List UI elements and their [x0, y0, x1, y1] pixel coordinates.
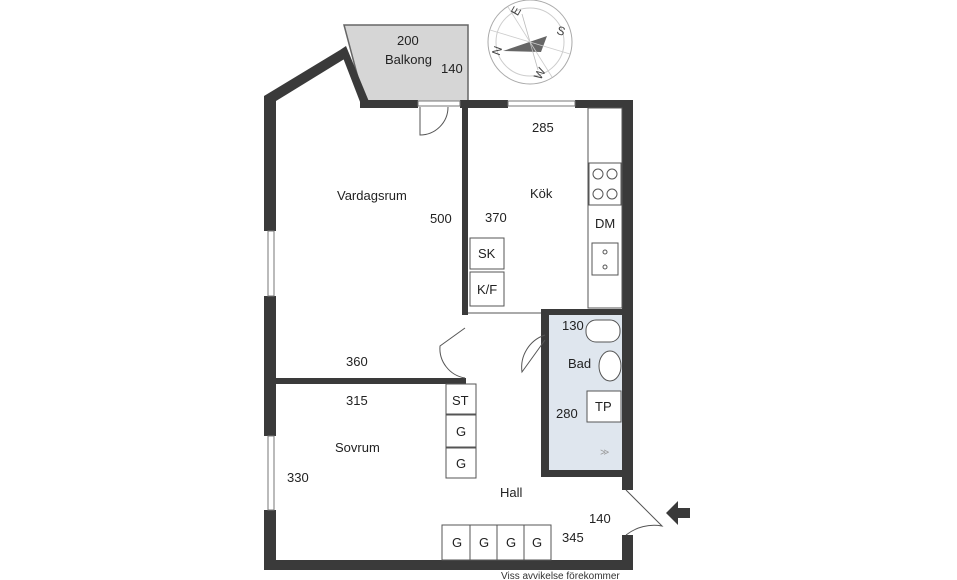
balkong-width: 200 [397, 33, 419, 48]
entrance-arrow-icon [666, 501, 690, 525]
compass-icon [487, 0, 573, 85]
windows [267, 100, 576, 511]
fixture-g-5: G [506, 535, 516, 550]
vardagsrum-name: Vardagsrum [337, 188, 407, 203]
compass-n: N [489, 44, 505, 57]
hall-storage [441, 383, 552, 561]
bad-depth: 280 [556, 406, 578, 421]
sovrum-width: 315 [346, 393, 368, 408]
fixture-sk: SK [478, 246, 496, 261]
kok-depth: 370 [485, 210, 507, 225]
sovrum-depth: 330 [287, 470, 309, 485]
fixture-st: ST [452, 393, 469, 408]
sovrum-name: Sovrum [335, 440, 380, 455]
fixture-dm: DM [595, 216, 615, 231]
svg-text:≫: ≫ [600, 447, 609, 457]
fixture-g-4: G [479, 535, 489, 550]
fixture-kf: K/F [477, 282, 497, 297]
kok-name: Kök [530, 186, 553, 201]
fixture-g-6: G [532, 535, 542, 550]
fixture-g-3: G [452, 535, 462, 550]
bad-name: Bad [568, 356, 591, 371]
fixture-tp: TP [595, 399, 612, 414]
kitchen-fixtures [469, 107, 623, 309]
vardagsrum-depth: 500 [430, 211, 452, 226]
kok-width: 285 [532, 120, 554, 135]
balkong-name: Balkong [385, 52, 432, 67]
compass-e: E [508, 4, 524, 18]
fixture-g-2: G [456, 456, 466, 471]
balkong-depth: 140 [441, 61, 463, 76]
compass-s: S [555, 23, 567, 39]
fixture-g-1: G [456, 424, 466, 439]
hall-depth: 140 [589, 511, 611, 526]
hall-width: 345 [562, 530, 584, 545]
walls [264, 46, 633, 570]
footer-disclaimer: Viss avvikelse förekommer [501, 571, 620, 580]
compass-w: W [531, 65, 549, 82]
doors [419, 106, 664, 536]
bathroom-fixtures: ≫ [585, 319, 622, 457]
vardagsrum-width: 360 [346, 354, 368, 369]
bad-width: 130 [562, 318, 584, 333]
hall-name: Hall [500, 485, 523, 500]
